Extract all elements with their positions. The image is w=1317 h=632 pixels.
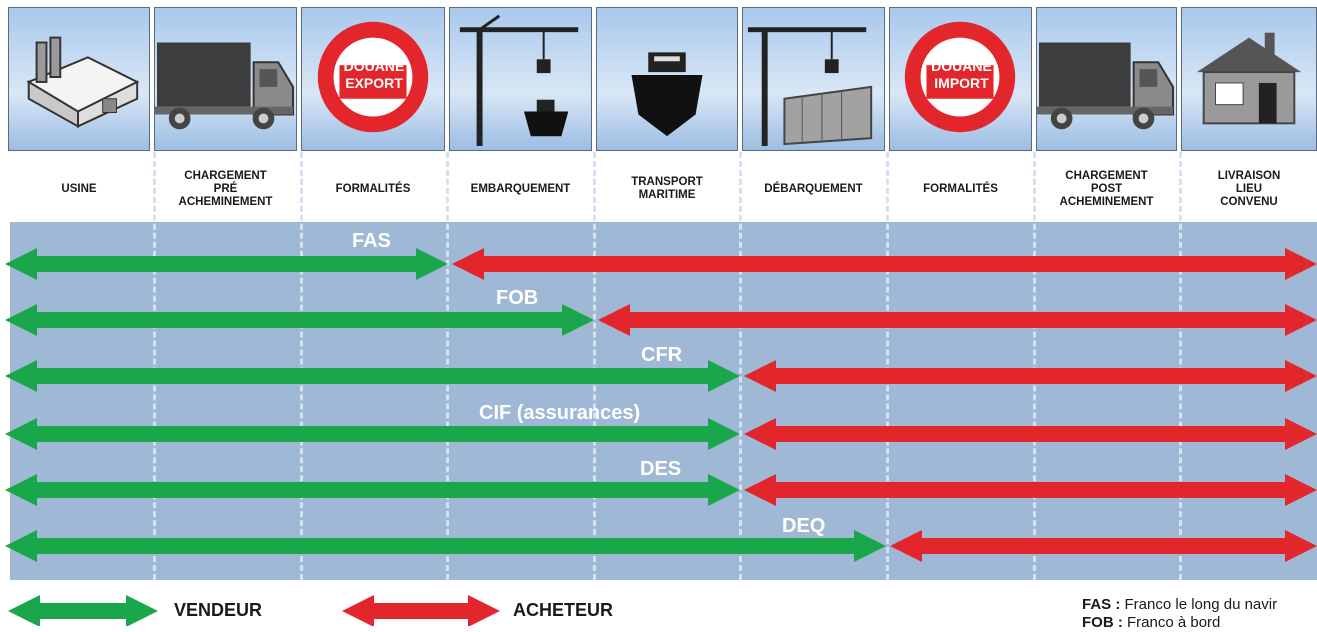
seller-arrow-cfr	[5, 360, 740, 392]
term-label-deq: DEQ	[782, 515, 826, 537]
footnote: FAS : Franco le long du navir FOB : Fran…	[1082, 596, 1277, 632]
stage-tile-embarquement	[449, 7, 592, 151]
stage-tile-debarquement	[742, 7, 885, 151]
customs-sign-icon	[317, 21, 429, 133]
stage-label-chargement-post: CHARGEMENT POST ACHEMINEMENT	[1059, 169, 1154, 208]
seller-arrow-deq	[5, 530, 886, 562]
crane-container-icon	[747, 27, 873, 147]
stage-label-formalites-import: FORMALITÉS	[923, 182, 998, 195]
stage-tile-formalites-export: DOUANE EXPORT	[301, 7, 445, 151]
stage-label-transport: TRANSPORT MARITIME	[631, 176, 703, 201]
term-label-fob: FOB	[496, 287, 539, 309]
buyer-arrow-fas	[452, 248, 1317, 280]
truck-icon	[1037, 42, 1175, 130]
term-label-cfr: CFR	[641, 344, 683, 366]
stage-label-embarquement: EMBARQUEMENT	[470, 182, 571, 195]
ship-icon	[631, 52, 703, 137]
stage-tile-formalites-import: DOUANE IMPORT	[889, 7, 1032, 151]
stage-label-livraison: LIVRAISON LIEU CONVENU	[1217, 169, 1281, 208]
factory-icon	[26, 36, 140, 129]
stage-label-usine: USINE	[61, 182, 97, 195]
stage-label-formalites-export: FORMALITÉS	[335, 182, 411, 195]
stage-tile-livraison	[1181, 7, 1317, 151]
legend-seller-arrow	[8, 595, 158, 626]
customs-sign-icon	[904, 21, 1016, 133]
crane-ship-icon	[459, 14, 579, 147]
column-divider	[886, 152, 889, 580]
stage-label-chargement-pre: CHARGEMENT PRÉ ACHEMINEMENT	[178, 169, 273, 208]
term-label-cif: CIF (assurances)	[479, 402, 641, 424]
customs-sign-text: DOUANE IMPORT	[931, 58, 992, 91]
seller-arrow-des	[5, 474, 740, 506]
stage-tile-usine	[8, 7, 150, 151]
column-divider	[300, 152, 303, 580]
legend-label-acheteur: ACHETEUR	[513, 600, 614, 620]
responsibility-band	[10, 222, 1317, 580]
truck-icon	[155, 42, 295, 130]
column-divider	[446, 152, 449, 580]
buyer-arrow-cif	[744, 418, 1317, 450]
stage-tile-chargement-post	[1036, 7, 1177, 151]
buyer-arrow-cfr	[744, 360, 1317, 392]
stage-tile-chargement-pre	[154, 7, 297, 151]
buyer-arrow-des	[744, 474, 1317, 506]
buyer-arrow-fob	[598, 304, 1317, 336]
seller-arrow-fas	[5, 248, 448, 280]
house-icon	[1196, 32, 1302, 125]
column-divider	[739, 152, 742, 580]
buyer-arrow-deq	[890, 530, 1317, 562]
column-divider	[153, 152, 156, 580]
column-divider	[1179, 152, 1182, 580]
column-divider	[593, 152, 596, 580]
stage-tile-transport	[596, 7, 738, 151]
stage-label-debarquement: DÉBARQUEMENT	[764, 182, 863, 195]
legend-buyer-arrow	[342, 595, 500, 626]
term-label-fas: FAS	[352, 230, 391, 252]
term-label-des: DES	[640, 458, 682, 480]
seller-arrow-cif	[5, 418, 740, 450]
footnote-line-fas: FAS : Franco le long du navir	[1082, 596, 1278, 613]
footnote-line-fob: FOB : Franco à bord	[1082, 614, 1221, 631]
customs-sign-text: DOUANE EXPORT	[343, 58, 405, 91]
seller-arrow-fob	[5, 304, 594, 336]
column-divider	[1033, 152, 1036, 580]
legend-label-vendeur: VENDEUR	[174, 600, 263, 620]
